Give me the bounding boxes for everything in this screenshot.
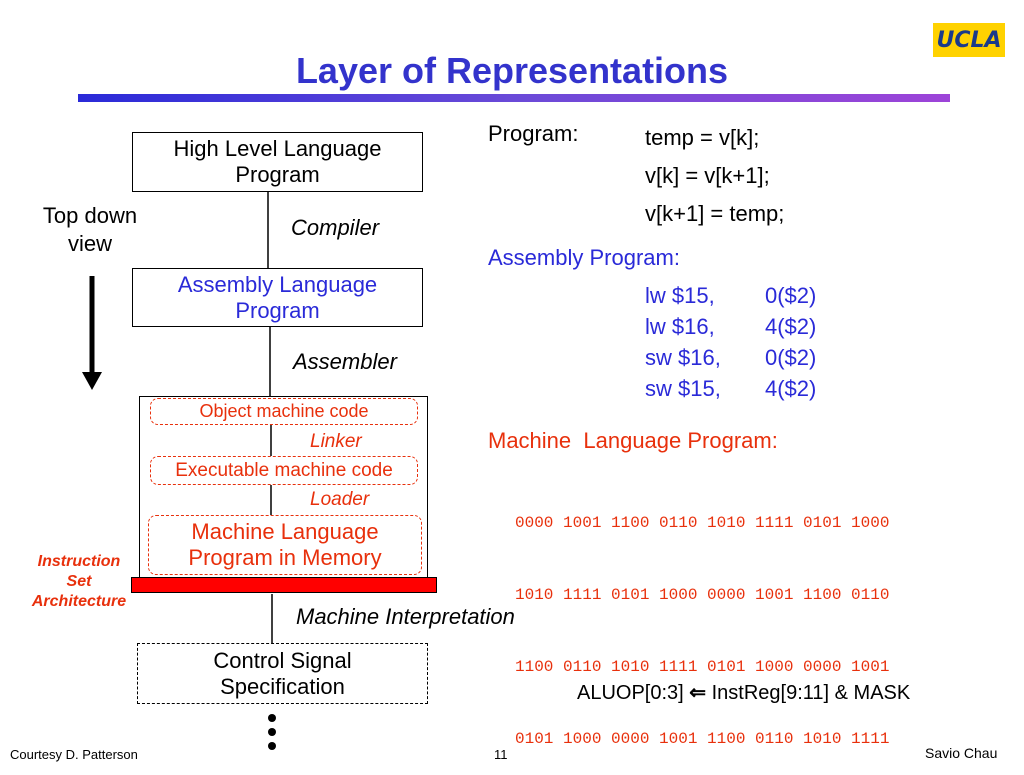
aluop-right: InstReg[9:11] & MASK <box>711 682 911 704</box>
top-down-line2: view <box>67 231 112 256</box>
high-level-language-box: High Level Language Program <box>132 132 423 192</box>
ucla-logo: UCLA <box>933 23 1005 57</box>
top-down-arrow-head <box>82 372 102 390</box>
linker-label: Linker <box>310 431 362 452</box>
machine-code: 0000 1001 1100 0110 1010 1111 0101 1000 … <box>515 463 889 775</box>
aluop-left: ALUOP[0:3] <box>577 682 684 704</box>
aluop-statement: ALUOP[0:3] ⇐ InstReg[9:11] & MASK <box>577 680 910 705</box>
assembly-program-label: Assembly Program: <box>488 245 680 270</box>
title-underline <box>78 94 950 102</box>
mem-line1: Machine Language <box>191 519 379 544</box>
top-down-line1: Top down <box>42 203 138 228</box>
assembly-arg: 4($2) <box>765 314 817 339</box>
top-down-view-label: Top down view <box>20 202 160 258</box>
assembler-label: Assembler <box>293 349 397 374</box>
footer-author: Savio Chau <box>925 745 998 761</box>
program-code: temp = v[k]; v[k] = v[k+1]; v[k+1] = tem… <box>645 119 784 233</box>
continuation-dot-1 <box>268 714 276 722</box>
program-line: v[k] = v[k+1]; <box>645 163 770 188</box>
page-number: 11 <box>494 747 508 762</box>
isa-bar <box>131 577 437 593</box>
assembly-row: lw $15, 0($2) <box>645 280 816 311</box>
assembly-arg: 0($2) <box>765 345 817 370</box>
machine-code-line: 1100 0110 1010 1111 0101 1000 0000 1001 <box>515 658 890 676</box>
isa-line3: Architecture <box>31 593 127 610</box>
isa-line1: Instruction <box>37 553 121 570</box>
program-line: v[k+1] = temp; <box>645 201 785 226</box>
machine-code-line: 0101 1000 0000 1001 1100 0110 1010 1111 <box>515 730 890 748</box>
machine-language-label: Machine Language Program: <box>488 428 778 453</box>
assembly-language-box: Assembly Language Program <box>132 268 423 327</box>
machine-code-line: 0000 1001 1100 0110 1010 1111 0101 1000 <box>515 514 890 532</box>
left-arrow-icon: ⇐ <box>689 682 707 704</box>
assembly-arg: 4($2) <box>765 376 817 401</box>
executable-machine-code-box: Executable machine code <box>150 456 418 485</box>
continuation-dot-2 <box>268 728 276 736</box>
assembly-row: sw $16, 0($2) <box>645 342 816 373</box>
compiler-label: Compiler <box>291 215 380 240</box>
assembly-arg: 0($2) <box>765 283 817 308</box>
assembly-row: sw $15, 4($2) <box>645 373 816 404</box>
machine-language-in-memory-box: Machine Language Program in Memory <box>148 515 422 575</box>
assembly-op: lw $15, <box>645 283 715 308</box>
continuation-dot-3 <box>268 742 276 750</box>
hll-line1: High Level Language <box>173 136 382 161</box>
asm-line1: Assembly Language <box>177 271 378 297</box>
assembly-op: sw $16, <box>645 345 721 370</box>
program-label: Program: <box>488 121 579 146</box>
loader-label: Loader <box>310 489 370 510</box>
mem-line2: Program in Memory <box>188 545 382 570</box>
assembly-code: lw $15, 0($2) lw $16, 4($2) sw $16, 0($2… <box>645 280 816 404</box>
asm-line2: Program <box>235 297 320 323</box>
slide-title: Layer of Representations <box>295 50 729 91</box>
csig-line2: Specification <box>220 673 345 699</box>
control-signal-box: Control Signal Specification <box>137 643 428 704</box>
isa-label: Instruction Set Architecture <box>14 552 144 612</box>
machine-interpretation-label: Machine Interpretation <box>296 604 515 629</box>
object-machine-code-box: Object machine code <box>150 398 418 425</box>
isa-line2: Set <box>66 573 92 590</box>
csig-line1: Control Signal <box>213 647 352 673</box>
assembly-op: lw $16, <box>645 314 715 339</box>
footer-credit: Courtesy D. Patterson <box>10 747 138 762</box>
hll-line2: Program <box>235 162 320 187</box>
program-line: temp = v[k]; <box>645 125 760 150</box>
assembly-op: sw $15, <box>645 376 721 401</box>
machine-code-line: 1010 1111 0101 1000 0000 1001 1100 0110 <box>515 586 890 604</box>
assembly-row: lw $16, 4($2) <box>645 311 816 342</box>
